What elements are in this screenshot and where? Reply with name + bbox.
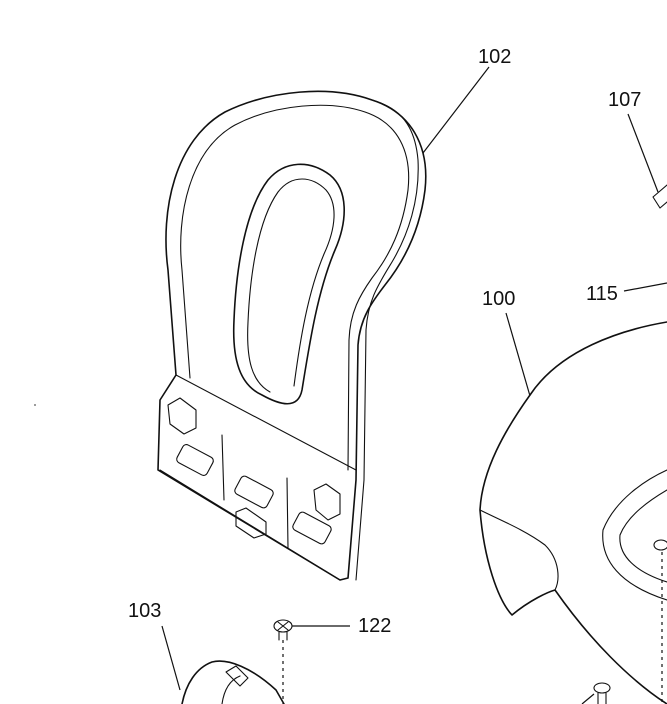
base-plate-divider-left	[221, 434, 225, 501]
leader-115	[623, 282, 667, 292]
handle-slot-outer	[232, 163, 345, 405]
label-100: 100	[482, 288, 515, 310]
part-100-housing	[479, 321, 667, 704]
base-plate-top-edge	[175, 374, 357, 471]
window-middle	[234, 475, 274, 509]
label-122: 122	[358, 615, 391, 637]
part-103-fragment	[181, 660, 285, 704]
clip-left	[167, 397, 197, 435]
window-right	[292, 511, 332, 545]
screw-bottom-head	[593, 682, 611, 694]
stray-dot	[34, 404, 36, 406]
leader-100	[505, 312, 531, 397]
screw-122-shank	[278, 631, 288, 641]
clip-right	[313, 483, 341, 521]
base-plate-divider-right	[286, 477, 289, 549]
part-102-handle-bracket	[157, 90, 427, 581]
screw-bottom-shank	[597, 692, 607, 704]
window-left	[176, 444, 214, 476]
handle-inner-rim	[180, 104, 410, 471]
clip-bottom	[235, 507, 267, 539]
screw-housing	[653, 539, 667, 704]
base-plate-bottom-edge	[159, 469, 341, 581]
leader-107	[627, 113, 659, 193]
handle-slot-inner	[247, 178, 335, 393]
handle-thickness-edge	[355, 99, 419, 581]
label-102: 102	[478, 46, 511, 68]
part-107-fragment	[652, 184, 667, 209]
label-115: 115	[586, 283, 618, 305]
screw-122-slot	[277, 621, 289, 631]
label-103: 103	[128, 600, 161, 622]
screw-bottom-leader	[581, 693, 595, 704]
part-103-tab	[225, 665, 249, 687]
part-103-inner-edge	[221, 675, 241, 704]
housing-outer	[479, 321, 667, 704]
housing-rim	[479, 509, 559, 591]
housing-recess-inner	[619, 489, 667, 583]
handle-outer-edge	[157, 90, 427, 581]
housing-recess	[602, 469, 667, 601]
label-107: 107	[608, 89, 641, 111]
leader-103	[161, 625, 181, 691]
part-103-outline	[181, 660, 285, 704]
screw-housing-head	[653, 539, 667, 551]
screw-bottom	[581, 682, 611, 704]
leader-102	[422, 66, 490, 154]
